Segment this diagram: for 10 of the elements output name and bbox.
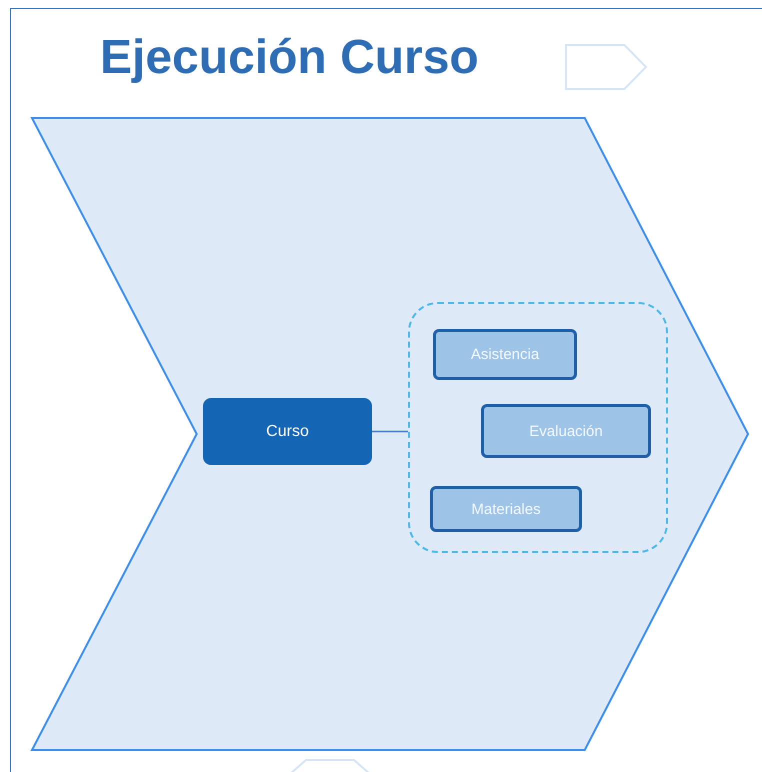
process-box: Materiales: [430, 486, 582, 532]
dashed-group-box: [408, 302, 668, 553]
process-box: Evaluación: [481, 404, 651, 458]
connector-line: [372, 430, 408, 432]
process-box: Curso: [203, 398, 372, 465]
chevron-shape: [32, 118, 748, 750]
chevron-shape: [566, 45, 646, 89]
chevron-shape: [290, 760, 370, 772]
title: Ejecución Curso: [100, 30, 479, 85]
process-box: Asistencia: [433, 329, 577, 380]
